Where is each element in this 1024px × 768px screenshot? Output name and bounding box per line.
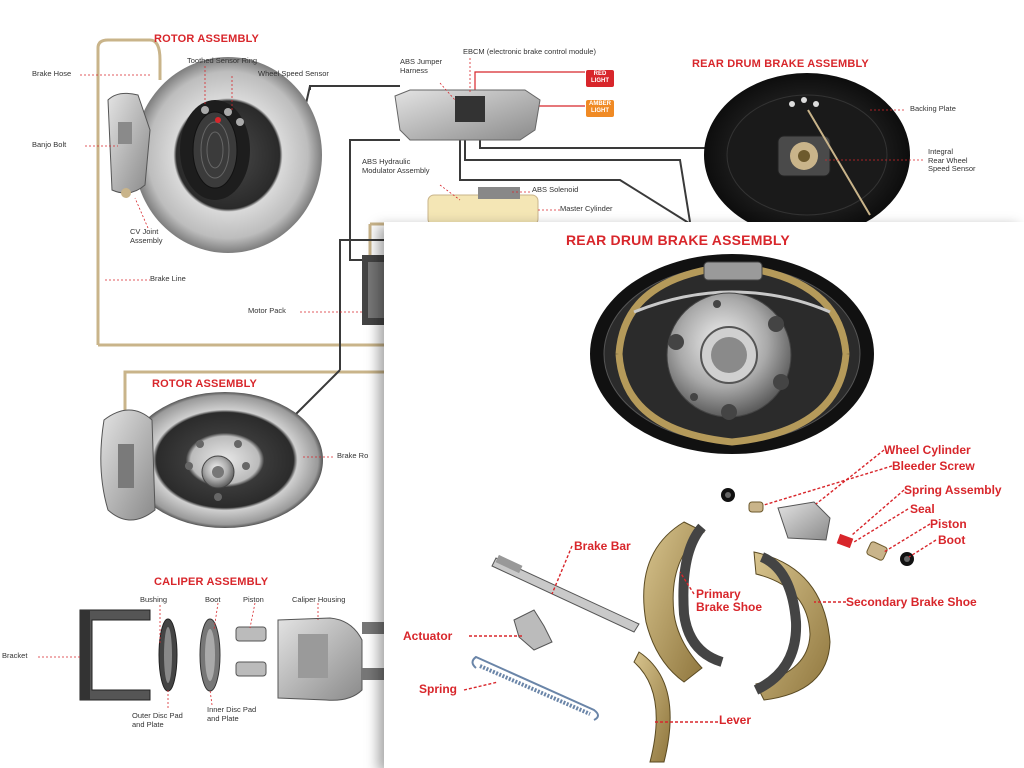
abs-solenoid-label: ABS Solenoid — [532, 185, 579, 194]
wheel-cylinder-label: Wheel Cylinder — [884, 443, 971, 457]
wheel-speed-sensor-label: Wheel Speed Sensor — [258, 69, 329, 78]
rotor-assembly-heading-top: ROTOR ASSEMBLY — [154, 33, 260, 45]
actuator-label: Actuator — [403, 629, 453, 643]
motor-pack-label: Motor Pack — [248, 306, 286, 315]
top-rotor-assembly — [107, 57, 322, 253]
abs-hydraulic-modulator-label: ABS Hydraulic Modulator Assembly — [362, 157, 430, 175]
bushing-label: Bushing — [140, 595, 168, 604]
actuator-part — [513, 609, 553, 651]
primary-brake-shoe-part — [643, 521, 724, 683]
ebcm-label: EBCM (electronic brake control module) — [463, 47, 596, 56]
abs-jumper-harness-label: ABS Jumper Harness — [400, 57, 443, 75]
rotor-assembly-heading-mid: ROTOR ASSEMBLY — [152, 378, 258, 390]
lever-label: Lever — [719, 713, 752, 727]
spring-part — [471, 655, 599, 721]
caliper-assembly-heading: CALIPER ASSEMBLY — [154, 576, 269, 588]
piston-label: Piston — [930, 517, 967, 531]
bracket-label: Bracket — [2, 651, 28, 660]
secondary-brake-shoe-part — [753, 551, 831, 701]
rear-drum-heading-top: REAR DRUM BRAKE ASSEMBLY — [692, 58, 869, 70]
piston-seal-boot-parts — [866, 541, 914, 566]
caliper-piston-label: Piston — [243, 595, 264, 604]
rear-drum-detail-drawing — [463, 254, 937, 763]
master-cylinder — [427, 187, 539, 226]
seal-label: Seal — [910, 502, 935, 516]
master-cylinder-label: Master Cylinder — [560, 204, 613, 213]
boot-label: Boot — [938, 533, 966, 547]
spring-assembly-label: Spring Assembly — [904, 483, 1002, 497]
brake-rotor-label: Brake Ro — [337, 451, 369, 460]
spring-label: Spring — [419, 682, 457, 696]
toothed-sensor-ring-label: Toothed Sensor Ring — [187, 56, 258, 65]
backing-plate-label: Backing Plate — [910, 104, 956, 113]
caliper-boot-label: Boot — [205, 595, 221, 604]
brake-line-label: Brake Line — [150, 274, 186, 283]
mid-rotor-assembly — [100, 392, 323, 528]
caliper-assembly-parts — [79, 609, 384, 701]
secondary-brake-shoe-label: Secondary Brake Shoe — [846, 595, 977, 609]
wheel-cylinder-part — [777, 501, 831, 541]
banjo-bolt-label: Banjo Bolt — [32, 140, 67, 149]
top-rear-drum — [704, 73, 910, 237]
drum-hub — [666, 292, 792, 420]
spring-assembly-part — [836, 533, 854, 549]
brake-bar-part — [491, 554, 640, 633]
bleeder-screw-label: Bleeder Screw — [892, 459, 975, 473]
lever-part — [633, 651, 671, 763]
motor-pack — [362, 255, 386, 325]
integral-rear-wheel-speed-sensor-label: Integral Rear Wheel Speed Sensor — [928, 147, 976, 174]
outer-disc-pad-label: Outer Disc Pad and Plate — [132, 711, 183, 729]
panel-leader-lines — [463, 449, 937, 723]
brake-bar-label: Brake Bar — [574, 539, 631, 553]
bleeder-screw-part — [721, 488, 764, 513]
inner-disc-pad-label: Inner Disc Pad and Plate — [207, 705, 257, 723]
brake-hose-label: Brake Hose — [32, 69, 72, 78]
rear-drum-detail-panel: REAR DRUM BRAKE ASSEMBLY Wheel Cylinder … — [384, 222, 1024, 768]
rear-drum-panel-heading: REAR DRUM BRAKE ASSEMBLY — [566, 232, 790, 248]
background-leader-lines — [38, 58, 925, 708]
amber-light-badge: AMBER LIGHT — [586, 100, 614, 117]
cv-joint-assembly-label: CV Joint Assembly — [130, 227, 163, 245]
primary-brake-shoe-label: Primary Brake Shoe — [696, 587, 763, 615]
ebcm-module — [394, 89, 541, 141]
caliper-housing-label: Caliper Housing — [292, 595, 346, 604]
drum-backing-plate — [590, 254, 874, 454]
red-light-badge: RED LIGHT — [586, 70, 614, 87]
